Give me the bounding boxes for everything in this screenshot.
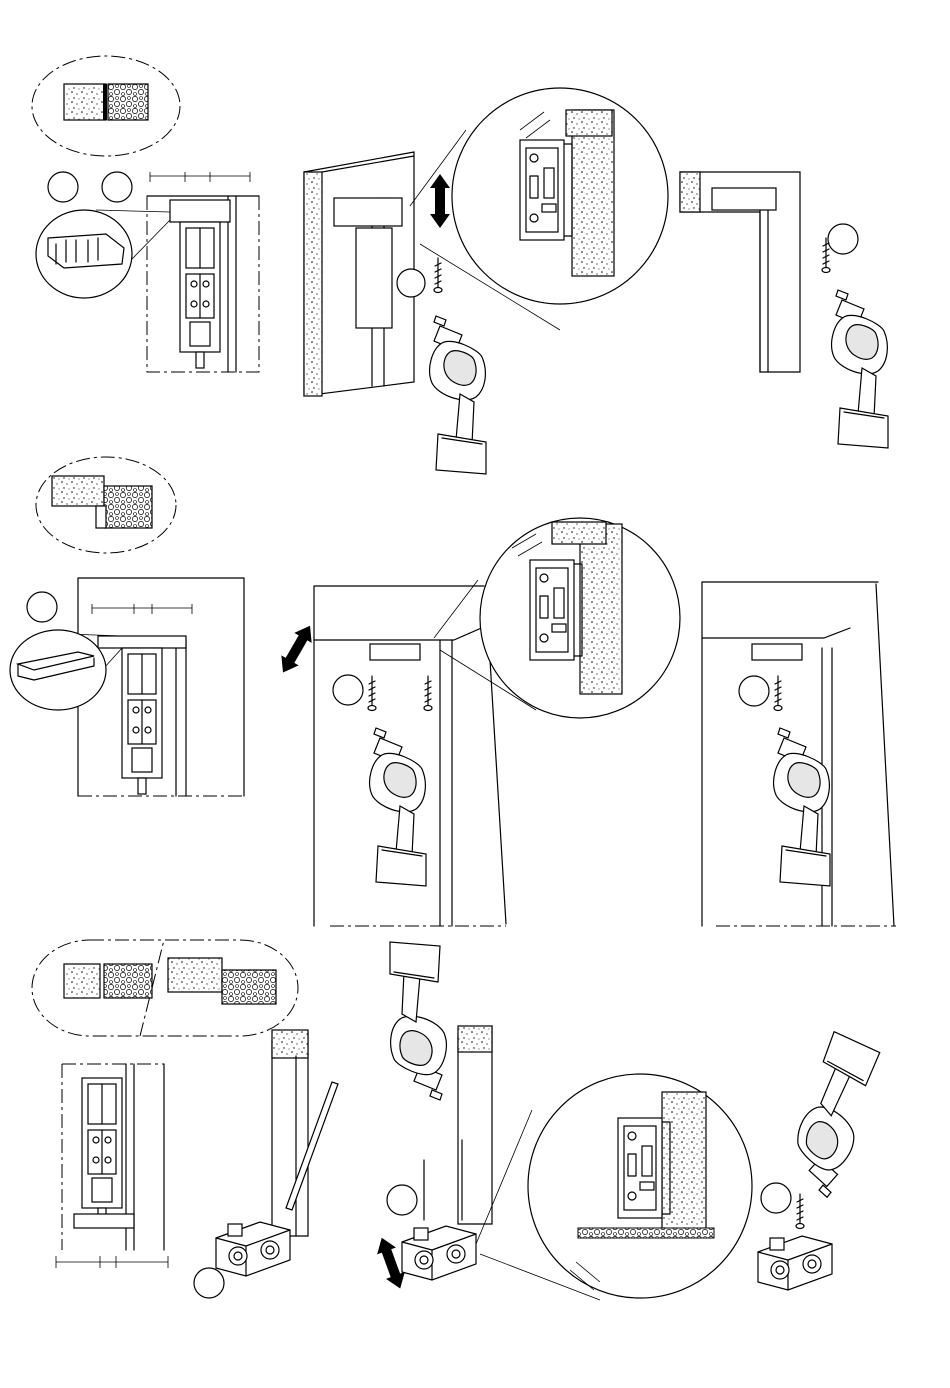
row-1	[32, 56, 888, 474]
detail-bubble-1	[410, 88, 668, 330]
detail-bubble-2	[434, 518, 680, 718]
door-floor-mark	[194, 1030, 338, 1298]
door-floor-screw	[758, 1032, 887, 1290]
detail-bubble-3	[476, 1074, 752, 1300]
section-bubble-2	[36, 457, 176, 553]
step-circle	[27, 592, 57, 622]
detail-magnifier-icon	[36, 210, 170, 298]
section-bubble-3	[32, 940, 298, 1036]
step-circle	[761, 1183, 791, 1213]
row-2	[10, 457, 896, 926]
step-circle	[387, 1185, 417, 1215]
step-circle	[828, 224, 858, 254]
step-circle	[102, 172, 132, 202]
row-3	[32, 940, 887, 1300]
step-circle	[397, 269, 425, 297]
step-circle	[739, 676, 769, 706]
step-circle	[333, 675, 363, 705]
door-assembly-3	[274, 586, 506, 926]
section-bubble-1	[32, 56, 180, 156]
plan-view-2	[78, 578, 244, 796]
door-assembly-4	[702, 582, 896, 926]
step-circle	[194, 1268, 224, 1298]
plan-view-3	[56, 1064, 168, 1268]
step-circle	[48, 172, 78, 202]
door-floor-drill	[372, 942, 492, 1292]
plan-view-1	[147, 172, 259, 372]
door-assembly-2	[680, 172, 888, 448]
